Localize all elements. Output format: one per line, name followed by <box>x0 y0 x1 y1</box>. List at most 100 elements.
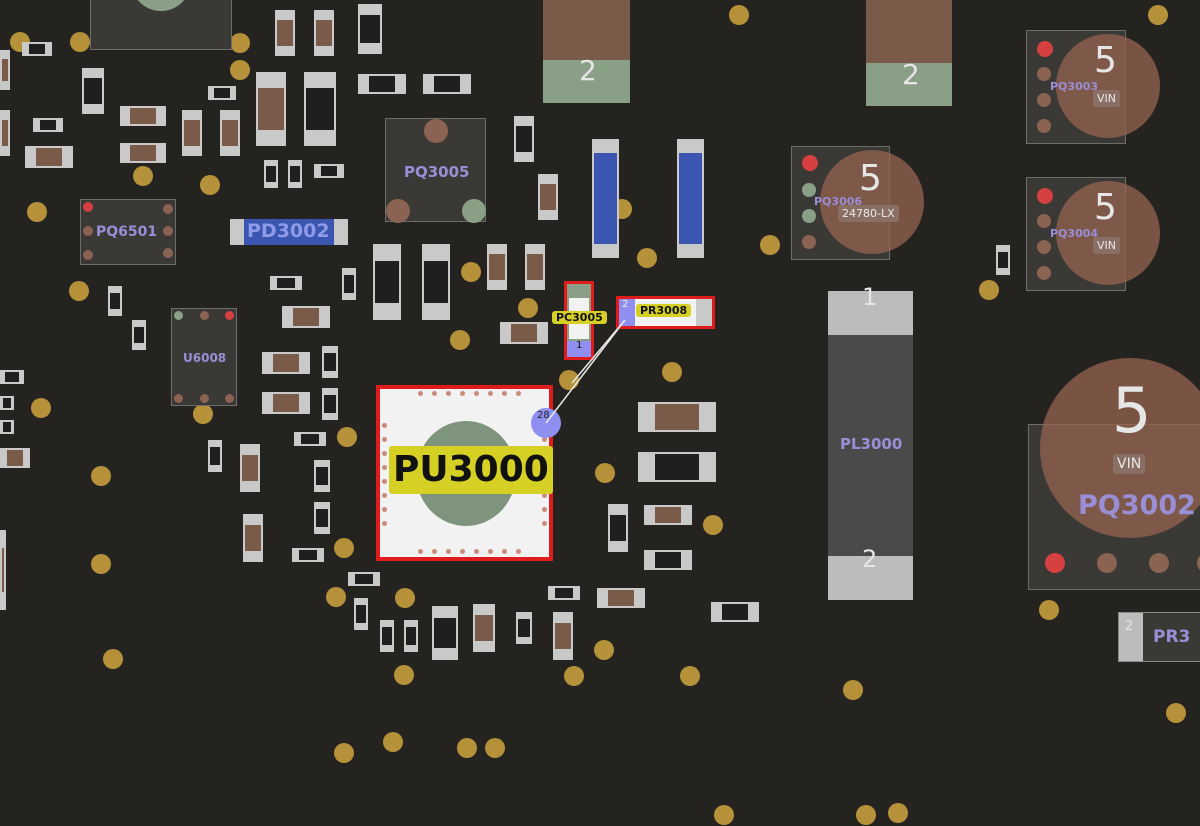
component-pq3005[interactable]: PQ3005 <box>385 118 486 223</box>
capacitor[interactable] <box>432 606 458 660</box>
component-body <box>292 308 320 326</box>
capacitor[interactable] <box>404 620 418 652</box>
capacitor[interactable] <box>0 396 14 410</box>
resistor[interactable] <box>120 106 166 126</box>
capacitor[interactable] <box>638 452 716 482</box>
capacitor[interactable] <box>22 42 52 56</box>
resistor[interactable] <box>314 10 334 56</box>
capacitor[interactable] <box>0 370 24 384</box>
capacitor[interactable] <box>0 420 14 434</box>
resistor[interactable] <box>25 146 73 168</box>
ic-pin <box>382 507 387 512</box>
resistor[interactable] <box>120 143 166 163</box>
capacitor[interactable] <box>270 276 302 290</box>
capacitor[interactable] <box>314 164 344 178</box>
component-pr3-partial[interactable]: 2 PR3 <box>1118 612 1200 662</box>
capacitor[interactable] <box>422 244 450 320</box>
resistor[interactable] <box>0 530 6 610</box>
capacitor[interactable] <box>288 160 302 188</box>
pin-number: 5 <box>859 158 882 199</box>
capacitor[interactable] <box>322 388 338 420</box>
capacitor[interactable] <box>548 586 580 600</box>
component-body <box>277 20 293 46</box>
component-body <box>527 254 543 280</box>
resistor[interactable] <box>0 50 10 90</box>
resistor[interactable] <box>256 72 286 146</box>
pin-number: 28 <box>537 410 550 421</box>
capacitor[interactable] <box>423 74 471 94</box>
capacitor[interactable] <box>348 572 380 586</box>
resistor[interactable] <box>262 392 310 414</box>
capacitor[interactable] <box>514 116 534 162</box>
via-dot <box>91 466 111 486</box>
resistor[interactable] <box>220 110 240 156</box>
blue-pad-left[interactable] <box>592 139 619 258</box>
via-dot <box>133 166 153 186</box>
via-dot <box>337 427 357 447</box>
via-dot <box>394 665 414 685</box>
via-dot <box>729 5 749 25</box>
capacitor[interactable] <box>208 440 222 472</box>
component-body <box>356 605 366 623</box>
capacitor[interactable] <box>82 68 104 114</box>
net-tag: VIN <box>1113 454 1146 474</box>
resistor[interactable] <box>500 322 548 344</box>
capacitor[interactable] <box>264 160 278 188</box>
resistor[interactable] <box>597 588 645 608</box>
capacitor[interactable] <box>380 620 394 652</box>
capacitor[interactable] <box>292 548 324 562</box>
component-u6008[interactable]: U6008 <box>171 308 237 406</box>
resistor[interactable] <box>240 444 260 492</box>
pin-pad <box>131 0 191 11</box>
via-dot <box>595 463 615 483</box>
resistor[interactable] <box>473 604 495 652</box>
resistor[interactable] <box>638 402 716 432</box>
capacitor[interactable] <box>314 460 330 492</box>
net-pin-28[interactable]: 28 <box>531 408 561 438</box>
top-left-chip[interactable] <box>90 0 232 50</box>
capacitor[interactable] <box>304 72 336 146</box>
component-pd3002[interactable]: PD3002 <box>230 219 348 245</box>
resistor[interactable] <box>243 514 263 562</box>
capacitor[interactable] <box>516 612 532 644</box>
capacitor[interactable] <box>354 598 368 630</box>
capacitor[interactable] <box>342 268 356 300</box>
capacitor[interactable] <box>711 602 759 622</box>
capacitor[interactable] <box>314 502 330 534</box>
resistor[interactable] <box>282 306 330 328</box>
capacitor[interactable] <box>294 432 326 446</box>
capacitor[interactable] <box>644 550 692 570</box>
capacitor[interactable] <box>108 286 122 316</box>
resistor[interactable] <box>538 174 558 220</box>
resistor[interactable] <box>553 612 573 660</box>
capacitor[interactable] <box>322 346 338 378</box>
capacitor[interactable] <box>132 320 146 350</box>
resistor[interactable] <box>487 244 507 290</box>
resistor[interactable] <box>275 10 295 56</box>
resistor[interactable] <box>0 448 30 468</box>
pq3006-pad <box>820 150 924 254</box>
capacitor[interactable] <box>358 74 406 94</box>
capacitor[interactable] <box>996 245 1010 275</box>
component-pl3000[interactable]: 1 2 PL3000 <box>828 283 913 600</box>
ic-pin <box>460 391 465 396</box>
capacitor[interactable] <box>208 86 236 100</box>
capacitor[interactable] <box>373 244 401 320</box>
large-pad-top-left[interactable]: 2 <box>543 0 630 103</box>
via-dot <box>1166 703 1186 723</box>
component-pq6501[interactable]: PQ6501 <box>80 199 176 265</box>
resistor[interactable] <box>0 110 10 156</box>
resistor[interactable] <box>525 244 545 290</box>
capacitor[interactable] <box>608 504 628 552</box>
component-body <box>489 254 505 280</box>
large-pad-top-mid[interactable]: 2 <box>866 0 952 106</box>
blue-pad-right[interactable] <box>677 139 704 258</box>
capacitor[interactable] <box>33 118 63 132</box>
resistor[interactable] <box>644 505 692 525</box>
resistor[interactable] <box>182 110 202 156</box>
resistor[interactable] <box>262 352 310 374</box>
capacitor[interactable] <box>358 4 382 54</box>
component-body <box>655 404 699 430</box>
component-label: PQ3004 <box>1050 227 1099 240</box>
